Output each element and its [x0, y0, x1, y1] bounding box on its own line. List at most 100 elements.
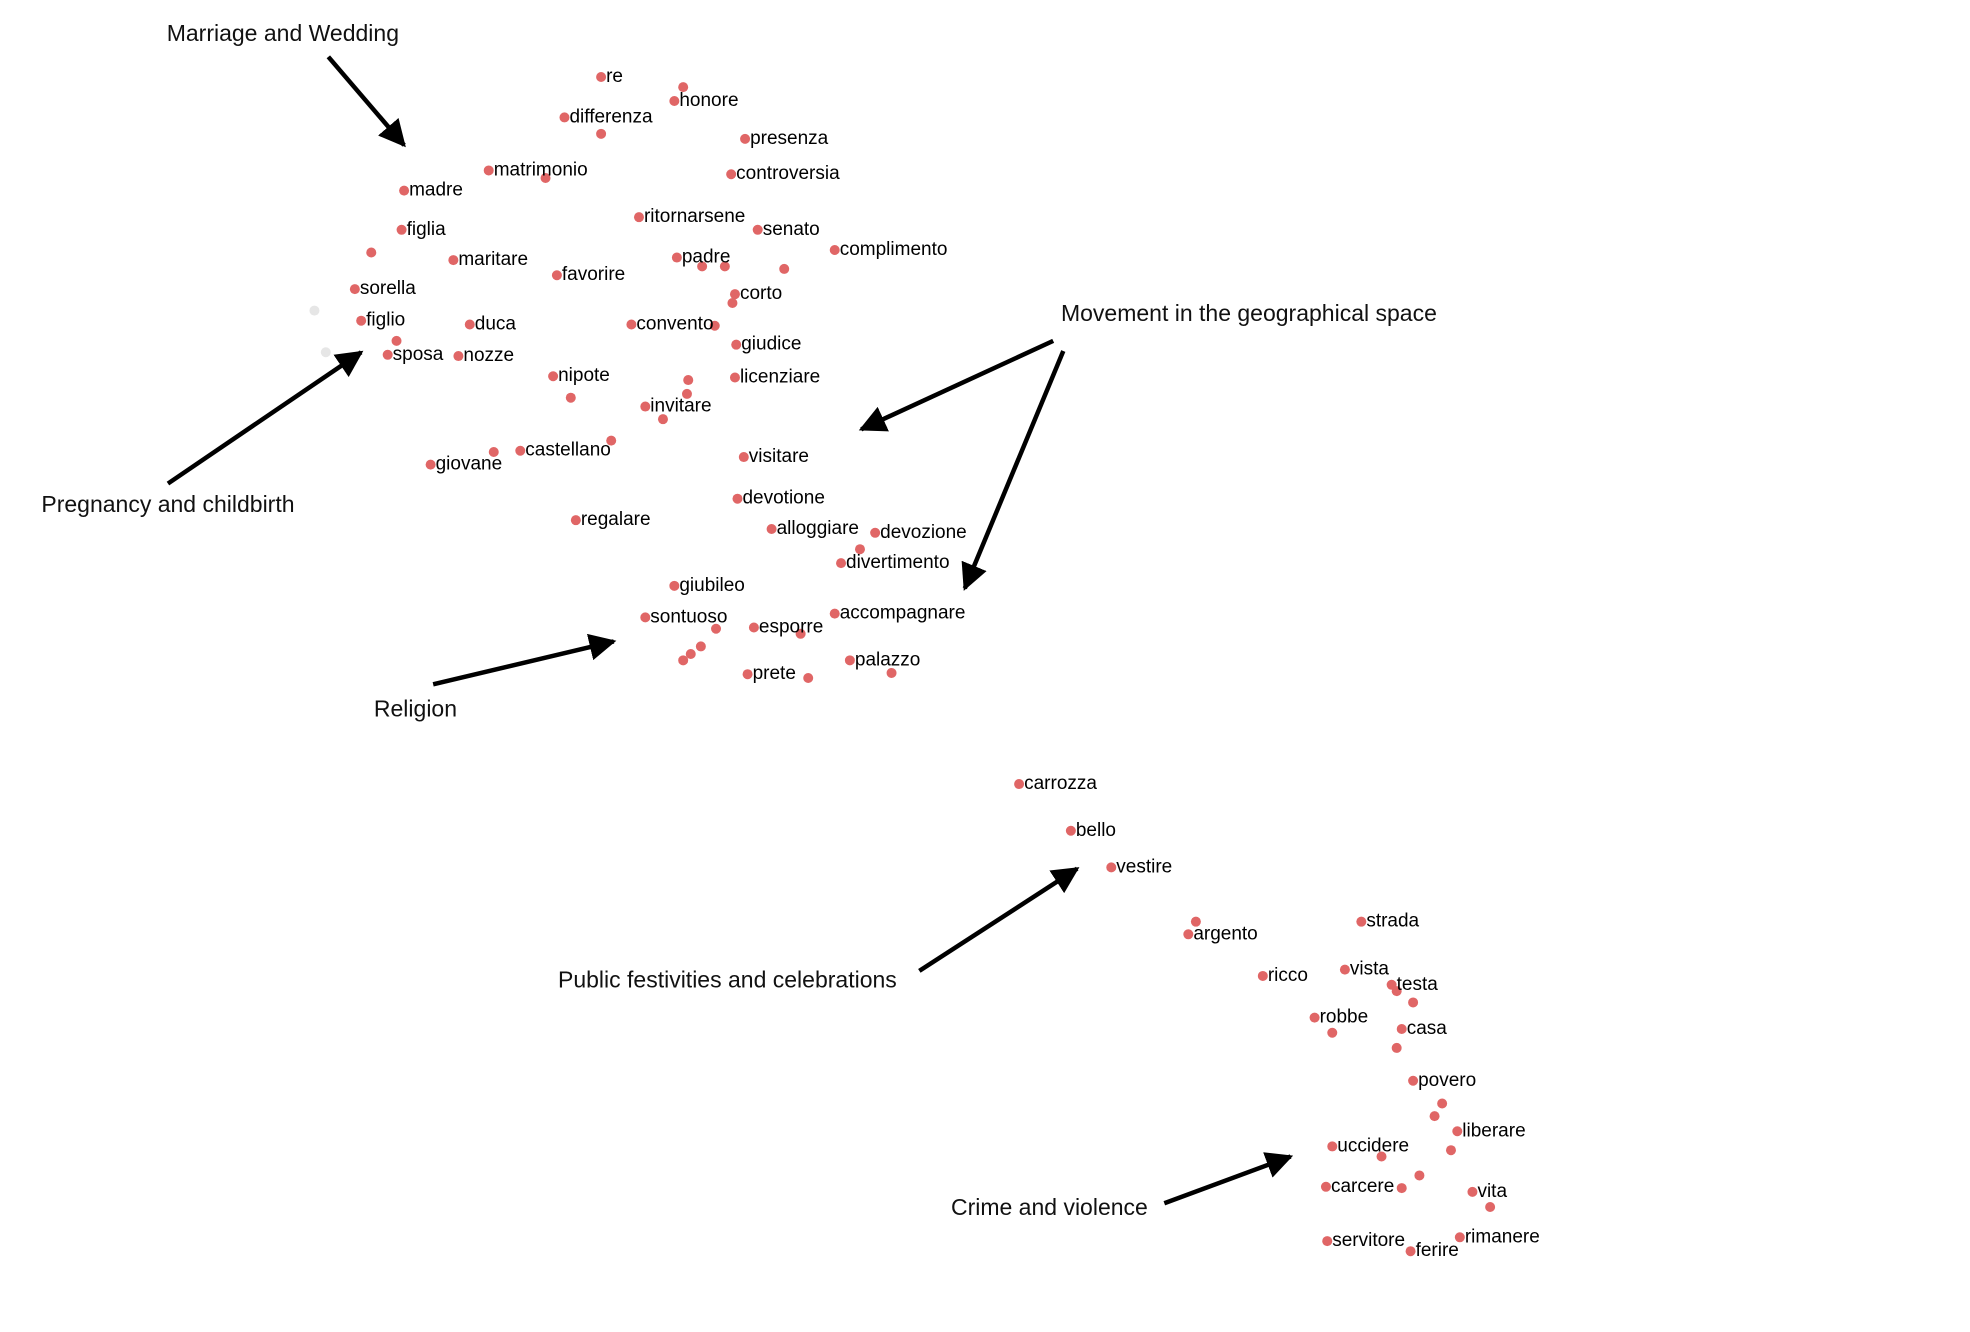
point-label-servitore: servitore [1332, 1230, 1405, 1251]
point-label-palazzo: palazzo [855, 649, 921, 670]
scatter-point-giovane [425, 459, 436, 470]
scatter-point-38 [565, 392, 576, 403]
scatter-point-ferire [1405, 1246, 1416, 1257]
annotation-arrow [858, 338, 1055, 432]
scatter-point-89 [1396, 1183, 1407, 1194]
scatter-point-servitore [1322, 1236, 1333, 1247]
point-label-strada: strada [1366, 911, 1419, 932]
scatter-point-padre [671, 252, 682, 263]
point-label-esporre: esporre [759, 616, 823, 637]
point-label-visitare: visitare [749, 446, 809, 467]
scatter-point-43 [488, 446, 499, 457]
scatter-point-corto [729, 289, 740, 300]
scatter-point-casa [1396, 1023, 1407, 1034]
point-label-invitare: invitare [650, 396, 711, 417]
annotation-arrow [1163, 1152, 1294, 1206]
scatter-point-esporre [748, 622, 759, 633]
scatter-point-vestire [1106, 862, 1117, 873]
point-label-nozze: nozze [463, 345, 514, 366]
scatter-point-37 [681, 388, 692, 399]
scatter-point-maritare [448, 255, 459, 266]
scatter-point-4 [596, 128, 607, 139]
scatter-point-favorire [551, 270, 562, 281]
scatter-point-accompagnare [829, 608, 840, 619]
point-label-favorire: favorire [562, 264, 625, 285]
scatter-point-60 [678, 655, 689, 666]
point-label-nipote: nipote [558, 365, 610, 386]
point-label-maritare: maritare [458, 249, 528, 270]
scatter-point-59 [685, 649, 696, 660]
point-label-vestire: vestire [1116, 856, 1172, 877]
point-label-madre: madre [409, 180, 463, 201]
point-label-carrozza: carrozza [1024, 773, 1097, 794]
scatter-point-giubileo [669, 580, 680, 591]
point-label-prete: prete [753, 663, 796, 684]
scatter-point-18 [719, 261, 730, 272]
scatter-point-regalare [570, 515, 581, 526]
scatter-point-ricco [1257, 970, 1268, 981]
annotation-label: Religion [374, 695, 457, 721]
point-label-alloggiare: alloggiare [777, 518, 859, 539]
point-label-bello: bello [1076, 820, 1116, 841]
point-label-re: re [606, 66, 623, 87]
scatter-point-visitare [738, 452, 749, 463]
point-label-licenziare: licenziare [740, 367, 820, 388]
point-label-vista: vista [1350, 959, 1390, 980]
point-label-devotione: devotione [742, 488, 824, 509]
point-label-ritornarsene: ritornarsene [644, 206, 745, 227]
scatter-point-devozione [870, 527, 881, 538]
point-label-figlio: figlio [366, 310, 405, 331]
scatter-point-presenza [740, 133, 751, 144]
points-layer [309, 72, 1496, 1257]
point-label-matrimonio: matrimonio [494, 159, 588, 180]
scatter-point-28 [709, 320, 720, 331]
point-label-corto: corto [740, 283, 782, 304]
scatter-point-strada [1356, 916, 1367, 927]
point-label-vita: vita [1477, 1181, 1507, 1202]
point-label-complimento: complimento [840, 239, 948, 260]
point-label-giubileo: giubileo [679, 575, 745, 596]
scatter-point-povero [1408, 1075, 1419, 1086]
scatter-point-nipote [548, 371, 559, 382]
annotation-arrow [961, 350, 1066, 591]
scatter-point-31 [320, 347, 331, 358]
scatter-point-86 [1376, 1151, 1387, 1162]
scatter-point-sposa [382, 349, 393, 360]
point-label-duca: duca [475, 313, 517, 334]
scatter-point-ritornarsene [633, 212, 644, 223]
scatter-point-duca [464, 319, 475, 330]
scatter-point-giudice [731, 339, 742, 350]
annotation-label: Pregnancy and childbirth [41, 491, 294, 517]
point-label-giovane: giovane [436, 454, 503, 475]
scatter-point-nozze [453, 351, 464, 362]
scatter-point-sorella [349, 284, 360, 295]
scatter-point-29 [391, 335, 402, 346]
scatter-point-82 [1429, 1111, 1440, 1122]
point-label-argento: argento [1193, 923, 1257, 944]
point-label-padre: padre [682, 247, 731, 268]
point-label-regalare: regalare [581, 509, 651, 530]
point-label-controversia: controversia [736, 163, 840, 184]
scatter-point-argento [1183, 929, 1194, 940]
scatter-point-uccidere [1327, 1141, 1338, 1152]
scatter-point-68 [1190, 916, 1201, 927]
scatter-point-liberare [1452, 1126, 1463, 1137]
scatter-point-74 [1391, 986, 1402, 997]
scatter-point-19 [779, 263, 790, 274]
point-label-divertimento: divertimento [846, 552, 950, 573]
point-label-povero: povero [1418, 1070, 1476, 1091]
point-label-testa: testa [1397, 974, 1439, 995]
scatter-point-carcere [1320, 1181, 1331, 1192]
scatter-point-78 [1327, 1027, 1338, 1038]
scatter-point-licenziare [729, 372, 740, 383]
annotation-arrow [326, 55, 406, 148]
scatter-point-robbe [1309, 1012, 1320, 1023]
scatter-point-41 [606, 435, 617, 446]
scatter-point-carrozza [1014, 779, 1025, 790]
scatter-point-35 [683, 375, 694, 386]
point-label-ferire: ferire [1416, 1240, 1459, 1261]
scatter-point-23 [727, 298, 738, 309]
scatter-point-differenza [559, 112, 570, 123]
